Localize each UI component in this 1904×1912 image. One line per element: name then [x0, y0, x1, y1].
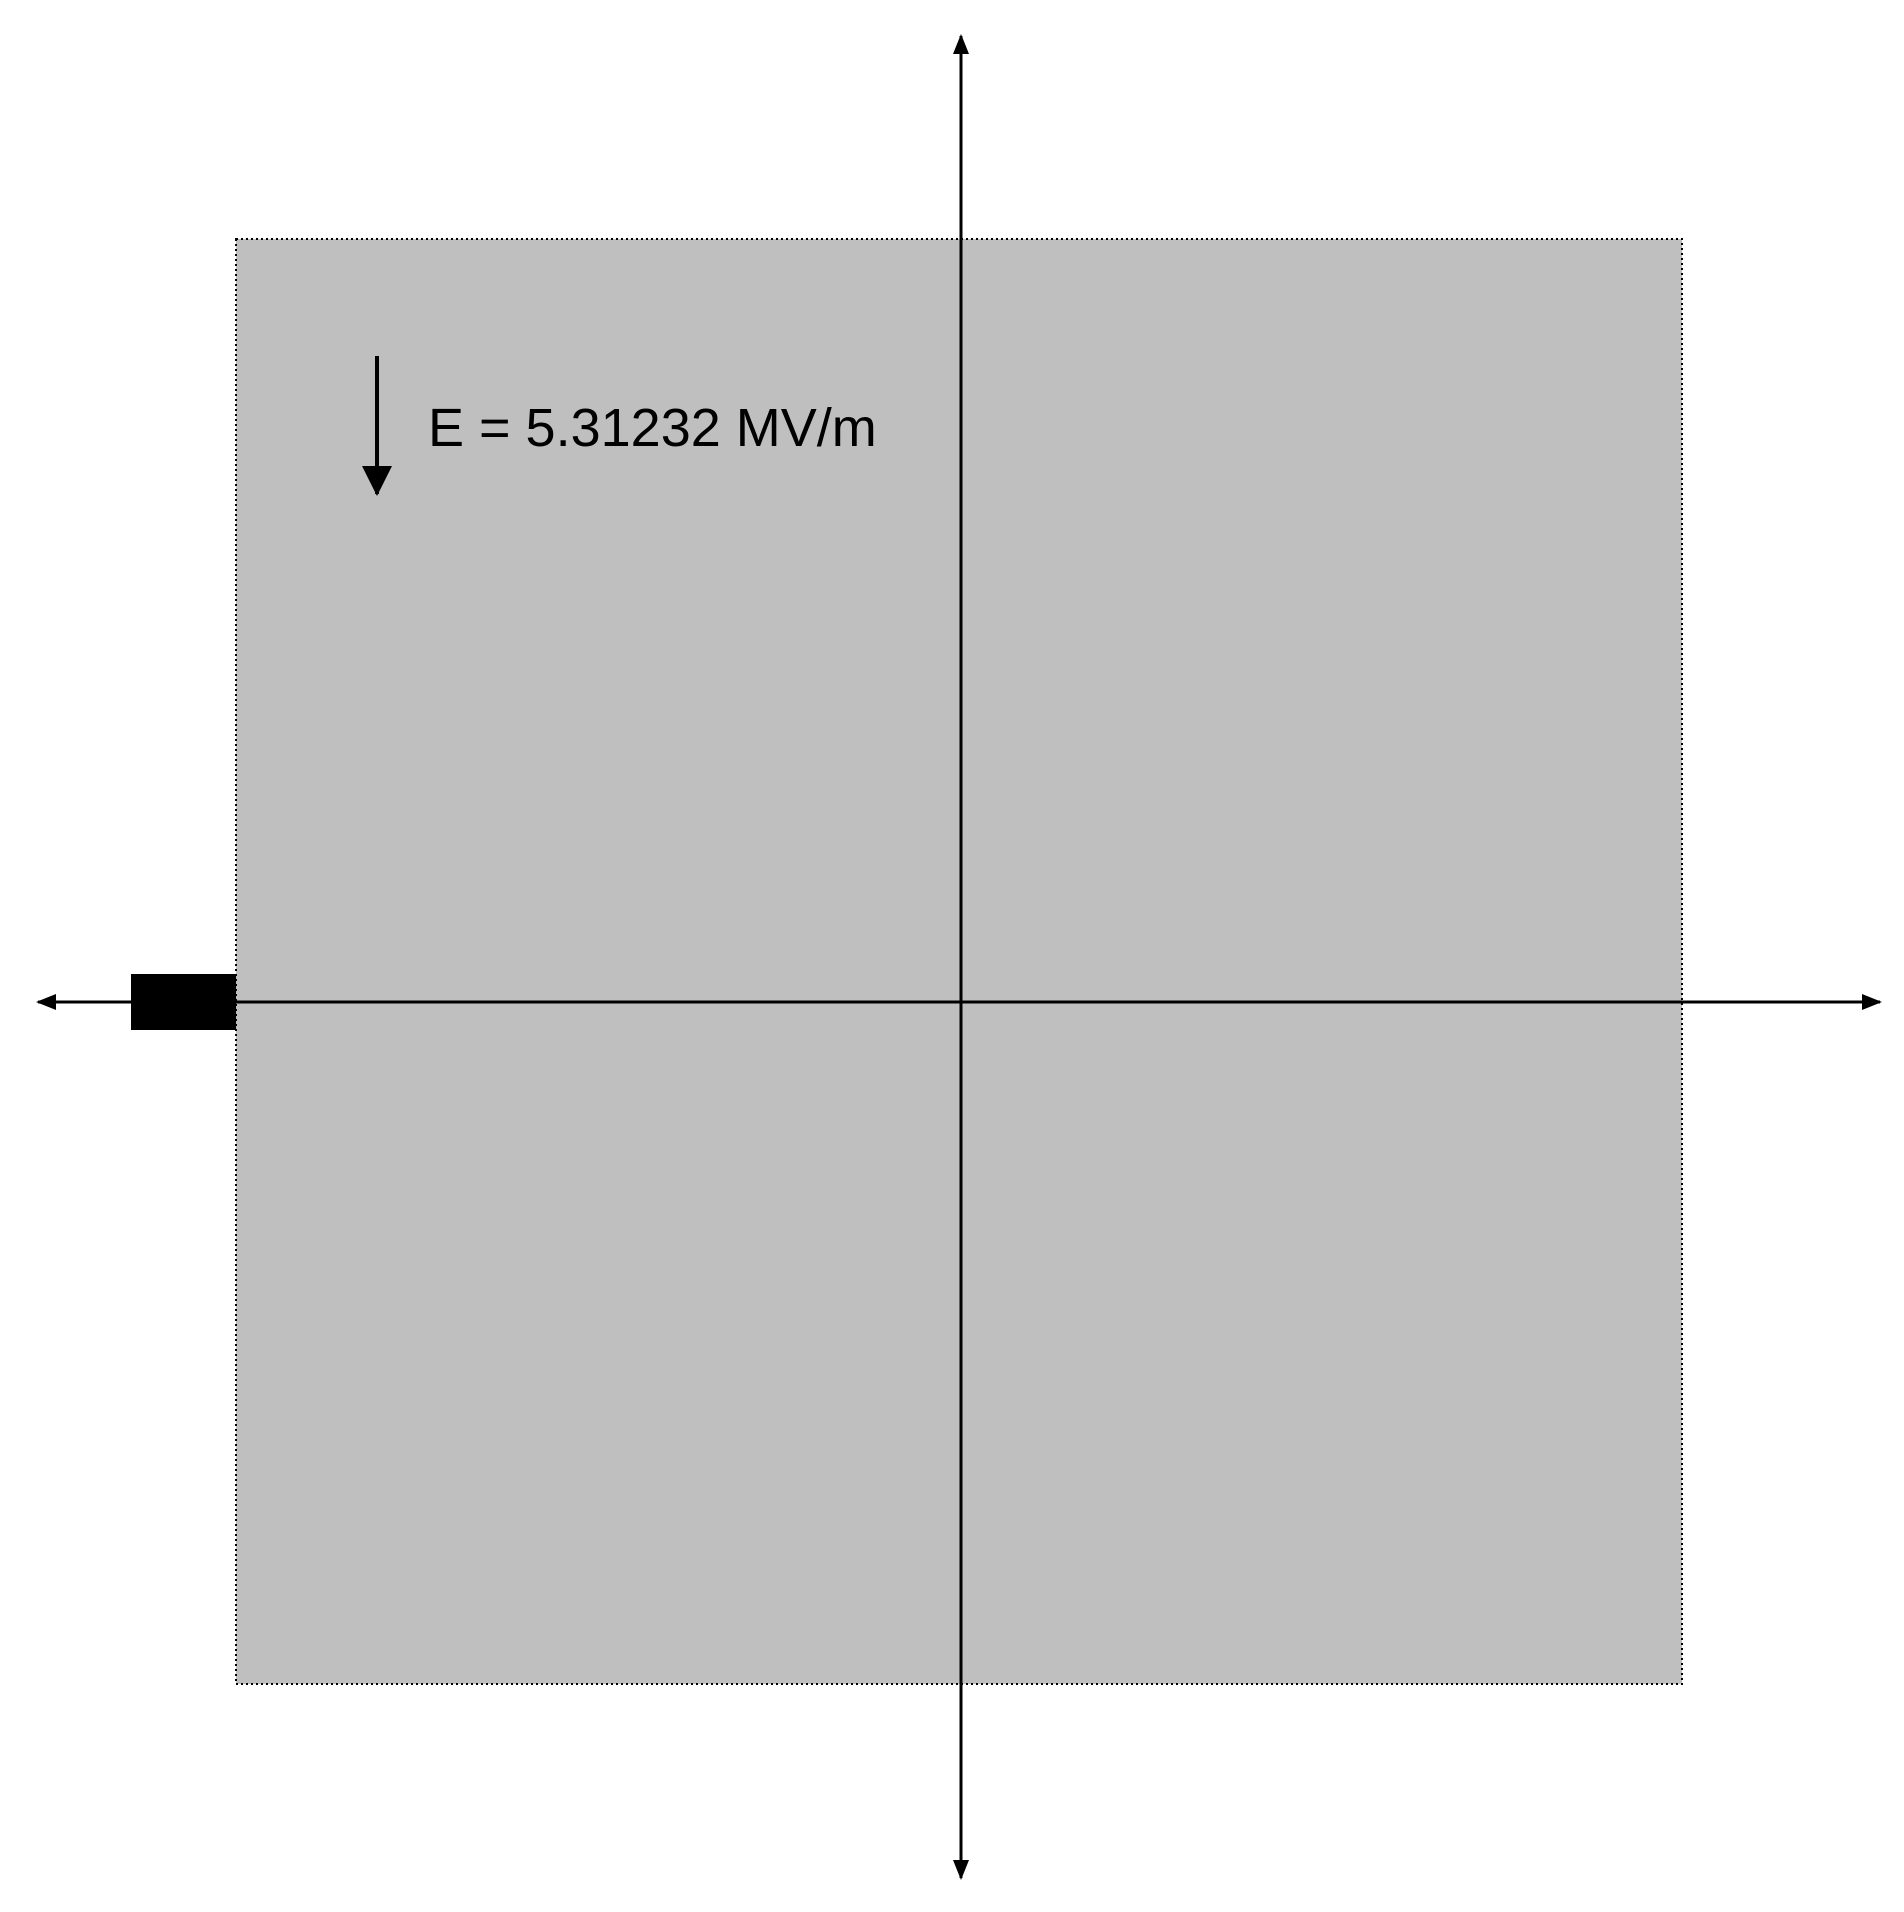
- field-label: E = 5.31232 MV/m: [428, 398, 877, 458]
- particle: [131, 974, 236, 1030]
- field-region: [235, 238, 1683, 1685]
